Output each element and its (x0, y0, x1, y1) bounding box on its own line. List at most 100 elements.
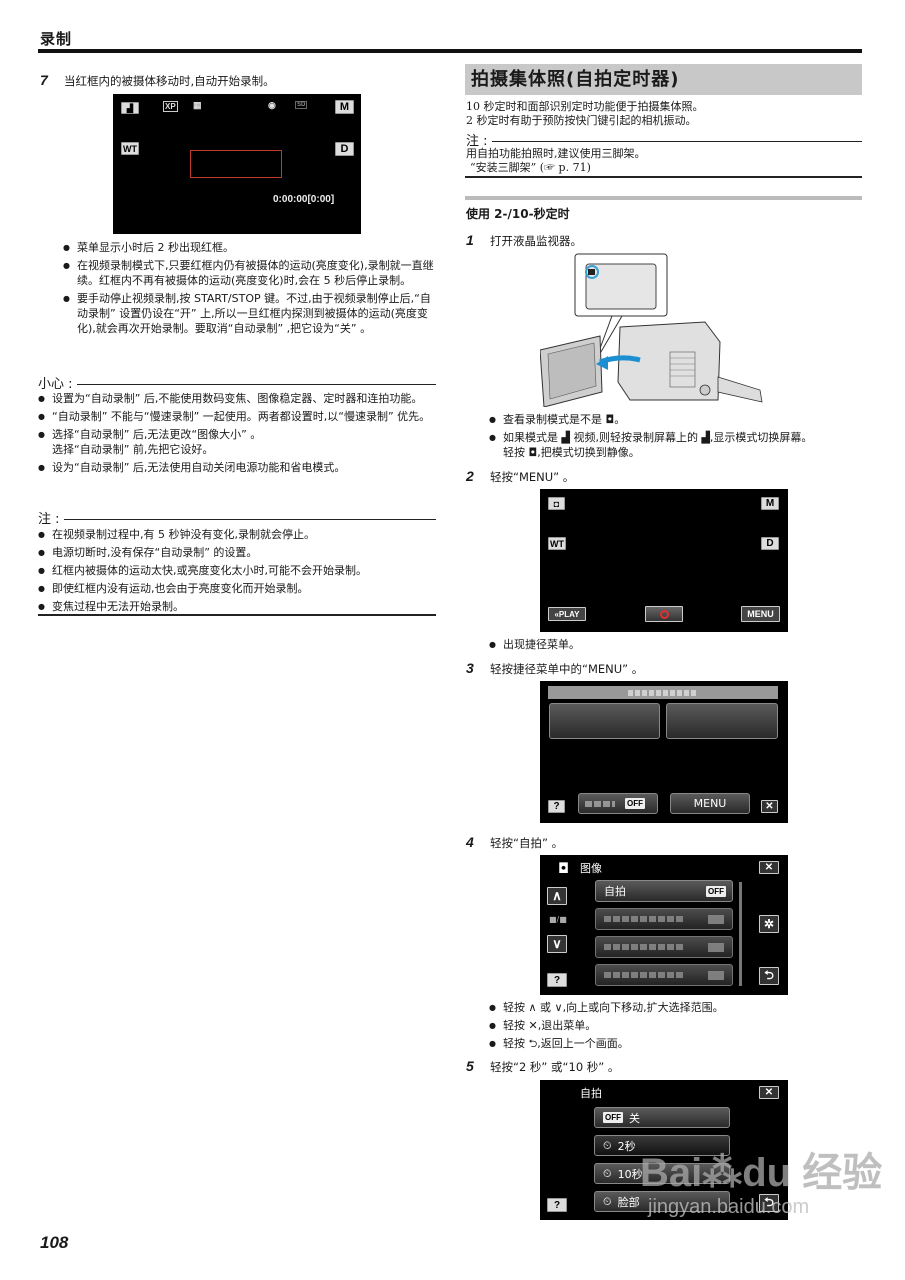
blurred-label (604, 972, 684, 978)
step-number: 7 (40, 72, 48, 88)
record-button[interactable] (645, 606, 683, 622)
page-indicator: ■/■ (549, 915, 567, 924)
header-rule (38, 49, 862, 53)
option-label: 2秒 (617, 1139, 636, 1153)
manual-button[interactable]: M (761, 497, 779, 510)
watermark-brand: Bai⁂du 经验 (640, 1151, 883, 1195)
zoom-wt-button[interactable]: WT (548, 537, 566, 550)
main-menu-button[interactable]: MENU (670, 793, 750, 814)
scroll-down-button[interactable]: ∨ (547, 935, 567, 953)
record-screen: ◘ M WT D «PLAY MENU (540, 489, 788, 632)
timer-option-10sec[interactable]: ⏲ 10秒 (594, 1163, 730, 1184)
off-icon: OFF (603, 1112, 623, 1123)
step-number: 4 (466, 834, 474, 850)
help-button[interactable]: ? (548, 800, 565, 813)
shortcut-slot-1[interactable] (549, 703, 660, 739)
step-2: 2 轻按“MENU” 。 (466, 468, 574, 485)
section-intro: 10 秒定时和面部识别定时功能便于拍摄集体照。 2 秒定时有助于预防按快门键引起… (466, 100, 863, 128)
caution-item: 选择“自动录制” 后,无法更改“图像大小” 。 选择“自动录制” 前,先把它设好… (38, 427, 436, 457)
shortcut-menu-title-bar (548, 686, 778, 699)
note-rule (63, 518, 436, 520)
help-button[interactable]: ? (547, 1198, 567, 1212)
play-button[interactable]: «PLAY (548, 607, 586, 621)
timer-option-off[interactable]: OFF 关 (594, 1107, 730, 1128)
menu-title: 自拍 (580, 1087, 602, 1100)
record-icon (659, 609, 669, 619)
blurred-label (585, 800, 615, 807)
xp-quality-icon: XP (163, 101, 178, 112)
caution-rule (76, 383, 436, 385)
step-text: 轻按捷径菜单中的“MENU” 。 (490, 662, 644, 676)
display-button[interactable]: D (761, 537, 779, 550)
blurred-value (708, 942, 724, 952)
menu-row[interactable] (595, 908, 733, 930)
page-number: 108 (40, 1233, 69, 1252)
close-button[interactable]: ✕ (761, 800, 778, 813)
back-button[interactable]: ⮌ (759, 1194, 779, 1212)
caution-item: 设为“自动录制” 后,无法使用自动关闭电源功能和省电模式。 (38, 460, 436, 475)
step4-bullets: 轻按 ∧ 或 ∨,向上或向下移动,扩大选择范围。 轻按 ✕,退出菜单。 轻按 ⮌… (489, 1000, 864, 1054)
menu-row[interactable] (595, 936, 733, 958)
back-button[interactable]: ⮌ (759, 967, 779, 985)
caution-item: 设置为“自动录制” 后,不能使用数码变焦、图像稳定器、定时器和连拍功能。 (38, 391, 436, 406)
note-heading: 注 : (38, 508, 436, 527)
step2-bullets: 出现捷径菜单。 (489, 637, 864, 655)
face-detect-icon: ◉ (268, 100, 276, 110)
bullet-item: 轻按 ✕,退出菜单。 (489, 1018, 864, 1033)
blurred-title (628, 689, 698, 696)
zoom-wt-button[interactable]: WT (121, 142, 139, 155)
timer-icon: ⏲ (603, 1138, 612, 1152)
timer-icon: ⏲ (603, 1166, 612, 1180)
intro-line: 2 秒定时有助于预防按快门键引起的相机振动。 (466, 114, 697, 127)
settings-gear-icon[interactable]: ✲ (759, 915, 779, 933)
right-note-bottom-rule (465, 176, 862, 178)
step-number: 2 (466, 468, 474, 484)
section-title: 拍摄集体照(自拍定时器) (465, 64, 862, 95)
menu-row-self-timer[interactable]: 自拍 OFF (595, 880, 733, 902)
image-stabilizer-icon: ▦ (193, 100, 202, 110)
right-note-rule (491, 140, 862, 142)
help-button[interactable]: ? (547, 973, 567, 987)
step-number: 3 (466, 660, 474, 676)
bullet-item: 查看录制模式是不是 ◘。 (489, 412, 864, 427)
note-item: 变焦过程中无法开始录制。 (38, 599, 436, 614)
timer-option-face[interactable]: ⏲ 脸部 (594, 1191, 730, 1212)
shortcut-slot-2[interactable] (666, 703, 778, 739)
menu-title: 图像 (580, 862, 602, 875)
note-title: 注 : (38, 512, 60, 527)
subsection-title: 使用 2-/10-秒定时 (466, 207, 570, 221)
menu-scrollbar[interactable] (739, 882, 742, 986)
timecode: 0:00:00[0:00] (273, 194, 335, 205)
caution-item: “自动录制” 不能与“慢速录制” 一起使用。两者都设置时,以“慢速录制” 优先。 (38, 409, 436, 424)
caution-heading: 小心 : (38, 373, 436, 392)
close-button[interactable]: ✕ (759, 1086, 779, 1099)
note-item: 即使红框内没有运动,也会由于亮度变化而开始录制。 (38, 581, 436, 596)
scroll-up-button[interactable]: ∧ (547, 887, 567, 905)
menu-row[interactable] (595, 964, 733, 986)
close-button[interactable]: ✕ (759, 861, 779, 874)
caution-list: 设置为“自动录制” 后,不能使用数码变焦、图像稳定器、定时器和连拍功能。 “自动… (38, 391, 436, 478)
timer-icon: ⏲ (603, 1194, 612, 1208)
intro-line: 10 秒定时和面部识别定时功能便于拍摄集体照。 (466, 100, 704, 113)
step-number: 1 (466, 232, 474, 248)
display-button[interactable]: D (335, 142, 354, 156)
menu-button[interactable]: MENU (741, 606, 780, 622)
bullet-item: 菜单显示小时后 2 秒出现红框。 (63, 240, 438, 255)
baidu-watermark: Bai⁂du 经验 jingyan.baidu.com (640, 1140, 883, 1218)
right-note-body: 用自拍功能拍照时,建议使用三脚架。 “安装三脚架” (☞ p. 71) (466, 147, 863, 175)
subsection-bar (465, 196, 862, 200)
bullet-item: 轻按 ⮌,返回上一个画面。 (489, 1036, 864, 1051)
manual-button[interactable]: M (335, 100, 354, 114)
bullet-item: 在视频录制模式下,只要红框内仍有被摄体的运动(亮度变化),录制就一直继续。红框内… (63, 258, 438, 288)
tripod-link[interactable]: “安装三脚架” (☞ p. 71) (470, 161, 591, 174)
self-timer-screen: 自拍 ✕ OFF 关 ⏲ 2秒 ⏲ 10秒 ⏲ 脸部 ? ⮌ (540, 1080, 788, 1220)
option-label: 关 (629, 1111, 640, 1125)
step-1: 1 打开液晶监视器。 (466, 232, 582, 249)
right-note-heading: 注 : (466, 130, 862, 149)
shortcut-toggle-button[interactable]: OFF (578, 793, 658, 814)
step-text: 当红框内的被摄体移动时,自动开始录制。 (64, 74, 275, 88)
still-mode-icon[interactable]: ◘ (548, 497, 565, 510)
shortcut-menu-screen: ? OFF MENU ✕ (540, 681, 788, 823)
timer-option-2sec[interactable]: ⏲ 2秒 (594, 1135, 730, 1156)
bullet-item: 轻按 ∧ 或 ∨,向上或向下移动,扩大选择范围。 (489, 1000, 864, 1015)
